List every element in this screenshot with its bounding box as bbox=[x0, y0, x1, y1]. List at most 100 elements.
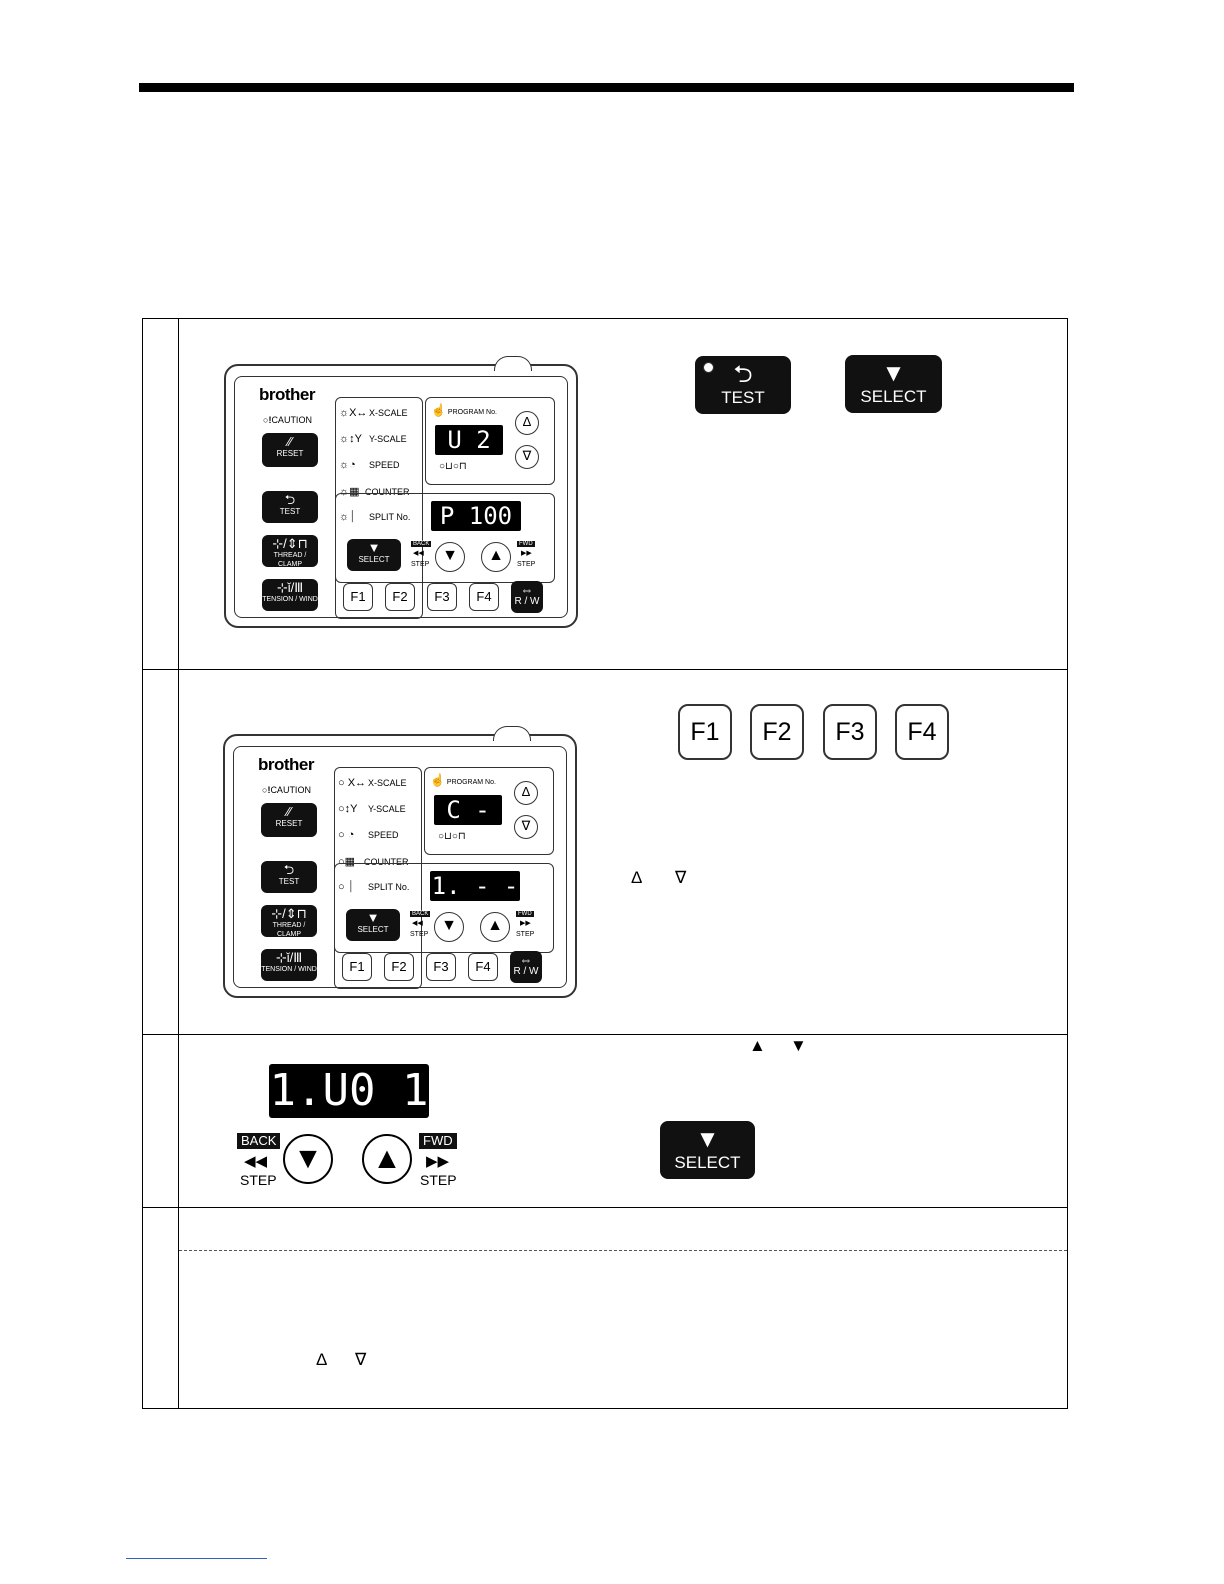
triangle-down-solid-icon: ▼ bbox=[790, 1036, 807, 1055]
return-icon: ⮌ bbox=[283, 862, 295, 877]
f2-key-large[interactable]: F2 bbox=[750, 704, 804, 760]
program-no-label: ☝ PROGRAM No. bbox=[431, 403, 497, 417]
panel-inner: brother ○!CAUTION ⁄⁄RESET ⮌TEST ⊹/⇕⊓THRE… bbox=[234, 376, 568, 619]
select-button-large[interactable]: ▼SELECT bbox=[845, 355, 942, 413]
program-up-button[interactable]: Δ bbox=[514, 781, 538, 805]
f1-key-large[interactable]: F1 bbox=[678, 704, 732, 760]
triangle-down-icon: ∇ bbox=[355, 1350, 367, 1369]
procedure-table bbox=[142, 318, 1068, 1409]
triangle-up-solid-icon: ▲ bbox=[749, 1036, 766, 1055]
f4-key[interactable]: F4 bbox=[468, 953, 498, 981]
triangle-down-icon: ▼ bbox=[695, 1126, 720, 1153]
y-scale-icon: ○↕Y bbox=[338, 803, 358, 815]
f2-key[interactable]: F2 bbox=[385, 583, 415, 611]
fwd-step-button[interactable]: ▲ bbox=[362, 1134, 412, 1184]
back-step-button[interactable]: ▼ bbox=[283, 1134, 333, 1184]
counter-icon: ☼▦ bbox=[339, 486, 360, 498]
rw-button[interactable]: ⇔R / W bbox=[511, 581, 543, 613]
f3-key[interactable]: F3 bbox=[427, 583, 457, 611]
split-indicator: ☼⏐SPLIT No. bbox=[339, 511, 411, 523]
reset-button[interactable]: ⁄⁄RESET bbox=[261, 803, 317, 837]
f3-key[interactable]: F3 bbox=[426, 953, 456, 981]
f2-key[interactable]: F2 bbox=[384, 953, 414, 981]
rw-button[interactable]: ⇔R / W bbox=[510, 951, 542, 983]
rewind-icon: ◀◀ bbox=[244, 1153, 268, 1170]
split-display: 1.U0 1 bbox=[269, 1064, 429, 1118]
f4-key[interactable]: F4 bbox=[469, 583, 499, 611]
y-scale-icon: ☼↕Y bbox=[339, 433, 362, 445]
back-tag: BACK bbox=[410, 911, 431, 917]
fwd-step-button[interactable]: ▲ bbox=[480, 912, 510, 942]
program-up-button[interactable]: Δ bbox=[515, 411, 539, 435]
clamp-indicators: ○⊔○⊓ bbox=[439, 461, 467, 472]
row-divider bbox=[142, 669, 1068, 670]
thread-clamp-button[interactable]: ⊹/⇕⊓THREAD / CLAMP bbox=[261, 905, 317, 938]
value-section bbox=[334, 863, 554, 953]
counter-indicator: ☼▦COUNTER bbox=[339, 486, 410, 498]
back-step-button[interactable]: ▼ bbox=[435, 542, 465, 572]
x-scale-indicator: ○ X↔X-SCALE bbox=[338, 777, 407, 789]
select-button[interactable]: ▼SELECT bbox=[347, 539, 401, 571]
step-back-label: STEP bbox=[411, 561, 430, 568]
triangle-down-icon: ∇ bbox=[675, 868, 687, 887]
step-fwd-label: STEP bbox=[517, 561, 536, 568]
return-icon: ⮌ bbox=[284, 492, 296, 507]
hand-icon: ☝ bbox=[431, 403, 446, 417]
select-button-large[interactable]: ▼SELECT bbox=[660, 1121, 755, 1179]
read-write-icon: ⇔ bbox=[519, 952, 533, 967]
fwd-tag: FWD bbox=[419, 1133, 457, 1149]
split-indicator: ○ ⏐SPLIT No. bbox=[338, 881, 410, 893]
fast-forward-icon: ▶▶ bbox=[521, 550, 532, 557]
row-divider bbox=[142, 1034, 1068, 1035]
f1-key[interactable]: F1 bbox=[342, 953, 372, 981]
f4-key-large[interactable]: F4 bbox=[895, 704, 949, 760]
program-down-button[interactable]: ∇ bbox=[514, 815, 538, 839]
program-section bbox=[425, 397, 555, 485]
fwd-step-button[interactable]: ▲ bbox=[481, 542, 511, 572]
footer-link-rule bbox=[126, 1558, 267, 1559]
rewind-icon: ◀◀ bbox=[413, 550, 424, 557]
reset-button[interactable]: ⁄⁄RESET bbox=[262, 433, 318, 467]
x-scale-icon: ○ X↔ bbox=[338, 777, 367, 789]
hand-icon: ☝ bbox=[430, 773, 445, 787]
step-number-column bbox=[178, 318, 179, 1409]
test-button-large[interactable]: ⮌TEST bbox=[695, 356, 791, 414]
speed-indicator: ○ ◔SPEED bbox=[338, 829, 399, 841]
return-icon: ⮌ bbox=[733, 361, 753, 388]
caution-label: ○!CAUTION bbox=[263, 415, 312, 425]
read-write-icon: ⇔ bbox=[520, 582, 534, 597]
back-tag: BACK bbox=[237, 1133, 281, 1149]
value-display: P 100 bbox=[431, 501, 521, 531]
header-rule bbox=[139, 83, 1074, 92]
program-section bbox=[424, 767, 554, 855]
triangle-down-icon: ▼ bbox=[367, 540, 381, 555]
speed-indicator: ☼◔SPEED bbox=[339, 459, 400, 471]
clamp-indicators: ○⊔○⊓ bbox=[438, 831, 466, 842]
f3-key-large[interactable]: F3 bbox=[823, 704, 877, 760]
back-tag: BACK bbox=[411, 541, 432, 547]
operation-panel: brother ○!CAUTION ⁄⁄RESET ⮌TEST ⊹/⇕⊓THRE… bbox=[223, 726, 577, 998]
program-down-button[interactable]: ∇ bbox=[515, 445, 539, 469]
f1-key[interactable]: F1 bbox=[343, 583, 373, 611]
test-button[interactable]: ⮌TEST bbox=[262, 491, 318, 523]
program-display: C - 1 bbox=[434, 795, 502, 854]
brother-logo: brother bbox=[258, 755, 315, 774]
select-button[interactable]: ▼SELECT bbox=[346, 909, 400, 941]
step-back-label: STEP bbox=[240, 1172, 277, 1188]
tension-wind-icon: ⊹ǐ/Ⅲ bbox=[276, 580, 304, 595]
fast-forward-icon: ▶▶ bbox=[426, 1153, 450, 1170]
x-scale-icon: ☼X↔ bbox=[339, 407, 368, 419]
value-display: 1. - - - bbox=[430, 871, 520, 930]
thread-clamp-button[interactable]: ⊹/⇕⊓THREAD / CLAMP bbox=[262, 535, 318, 568]
thread-clamp-icon: ⊹/⇕⊓ bbox=[272, 536, 308, 551]
back-step-button[interactable]: ▼ bbox=[434, 912, 464, 942]
panel-tab bbox=[493, 726, 531, 741]
triangle-up-icon: Δ bbox=[316, 1350, 328, 1369]
step-fwd-label: STEP bbox=[420, 1172, 457, 1188]
test-button[interactable]: ⮌TEST bbox=[261, 861, 317, 893]
x-scale-indicator: ☼X↔X-SCALE bbox=[339, 407, 408, 419]
program-no-label: ☝ PROGRAM No. bbox=[430, 773, 496, 787]
